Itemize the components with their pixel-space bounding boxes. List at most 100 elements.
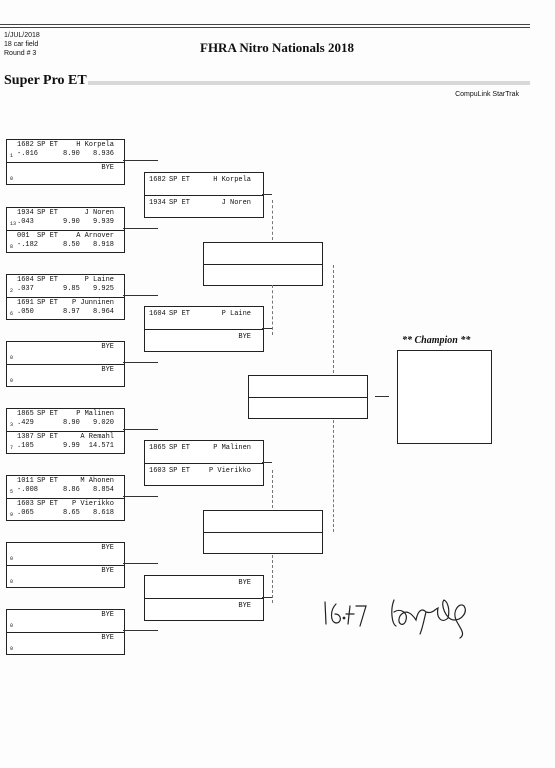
connector-dashed: [272, 470, 273, 508]
signature: [322, 590, 482, 645]
reaction-time: .065: [17, 509, 34, 517]
racer-name: BYE: [101, 164, 114, 172]
event-title: FHRA Nitro Nationals 2018: [200, 40, 354, 55]
connector-line: [123, 429, 158, 430]
racer-class: SP ET: [37, 141, 59, 149]
reaction-time: -.182: [17, 241, 39, 249]
racer-name: M Ahonen: [80, 477, 114, 485]
connector-line: [123, 362, 158, 363]
champion-label: ** Champion **: [402, 335, 471, 346]
racer-name: J Noren: [221, 199, 251, 207]
racer-class: SP ET: [37, 232, 59, 240]
lane-number: 0: [10, 556, 14, 562]
connector-line: [262, 194, 272, 195]
connector-line: [262, 462, 272, 463]
racer-number: 1604: [149, 310, 166, 318]
racer-number: 1865: [149, 444, 166, 452]
field-size: 18 car field: [4, 41, 39, 48]
racer-class: SP ET: [37, 500, 59, 508]
elapsed-time: 8.936: [92, 150, 114, 158]
elapsed-time: 9.020: [92, 419, 114, 427]
connector-line: [123, 160, 158, 161]
semifinal-1: [203, 242, 323, 286]
racer-row: BYE 0: [7, 342, 124, 363]
lane-number: 9: [10, 512, 14, 518]
connector-dashed: [272, 285, 273, 335]
racer-name: P Junninen: [71, 299, 114, 307]
lane-number: 0: [10, 646, 14, 652]
racer-number: 1011: [17, 477, 34, 485]
dial-in: 9.85: [63, 285, 80, 293]
connector-line: [262, 328, 272, 329]
lane-number: 1: [10, 153, 14, 159]
racer-name: BYE: [101, 343, 114, 351]
racer-name: BYE: [101, 544, 114, 552]
elapsed-time: 8.918: [92, 241, 114, 249]
dial-in: 9.90: [63, 218, 80, 226]
lane-number: 6: [10, 311, 14, 317]
racer-row: BYE: [145, 598, 263, 618]
round-number: Round # 3: [4, 50, 37, 57]
racer-name: BYE: [238, 602, 251, 610]
event-date: 1/JUL/2018: [4, 32, 40, 39]
racer-name: H Korpela: [213, 176, 251, 184]
lane-number: 0: [10, 355, 14, 361]
connector-line: [123, 295, 158, 296]
connector-line: [262, 597, 272, 598]
racer-name: BYE: [101, 611, 114, 619]
connector-dashed: [333, 420, 334, 532]
racer-name: P Vierikko: [208, 467, 251, 475]
lane-number: 0: [10, 378, 14, 384]
racer-number: 1682: [149, 176, 166, 184]
racer-row: BYE: [145, 576, 263, 595]
racer-class: SP ET: [169, 176, 191, 184]
racer-name: P Malinen: [76, 410, 114, 418]
class-title: Super Pro ET: [4, 73, 87, 88]
racer-number: 1865: [17, 410, 34, 418]
lane-number: 2: [10, 288, 14, 294]
racer-class: SP ET: [37, 433, 59, 441]
connector-dashed: [272, 555, 273, 603]
racer-name: P Malinen: [213, 444, 251, 452]
racer-class: SP ET: [37, 477, 59, 485]
racer-name: BYE: [101, 567, 114, 575]
racer-class: SP ET: [169, 444, 191, 452]
lane-number: 5: [10, 489, 14, 495]
racer-class: SP ET: [37, 299, 59, 307]
reaction-time: .037: [17, 285, 34, 293]
dotted-rule: [88, 81, 530, 85]
racer-row: BYE 0: [7, 543, 124, 564]
racer-class: SP ET: [37, 276, 59, 284]
racer-class: SP ET: [169, 467, 191, 475]
racer-row: BYE: [145, 329, 263, 349]
racer-number: 1934: [149, 199, 166, 207]
elapsed-time: 8.618: [92, 509, 114, 517]
racer-name: A Arnover: [76, 232, 114, 240]
racer-name: P Vierikko: [71, 500, 114, 508]
lane-number: 0: [10, 579, 14, 585]
lane-number: 13: [10, 221, 17, 227]
reaction-time: .050: [17, 308, 34, 316]
racer-row: BYE 0: [7, 565, 124, 587]
racer-name: P Laine: [84, 276, 114, 284]
